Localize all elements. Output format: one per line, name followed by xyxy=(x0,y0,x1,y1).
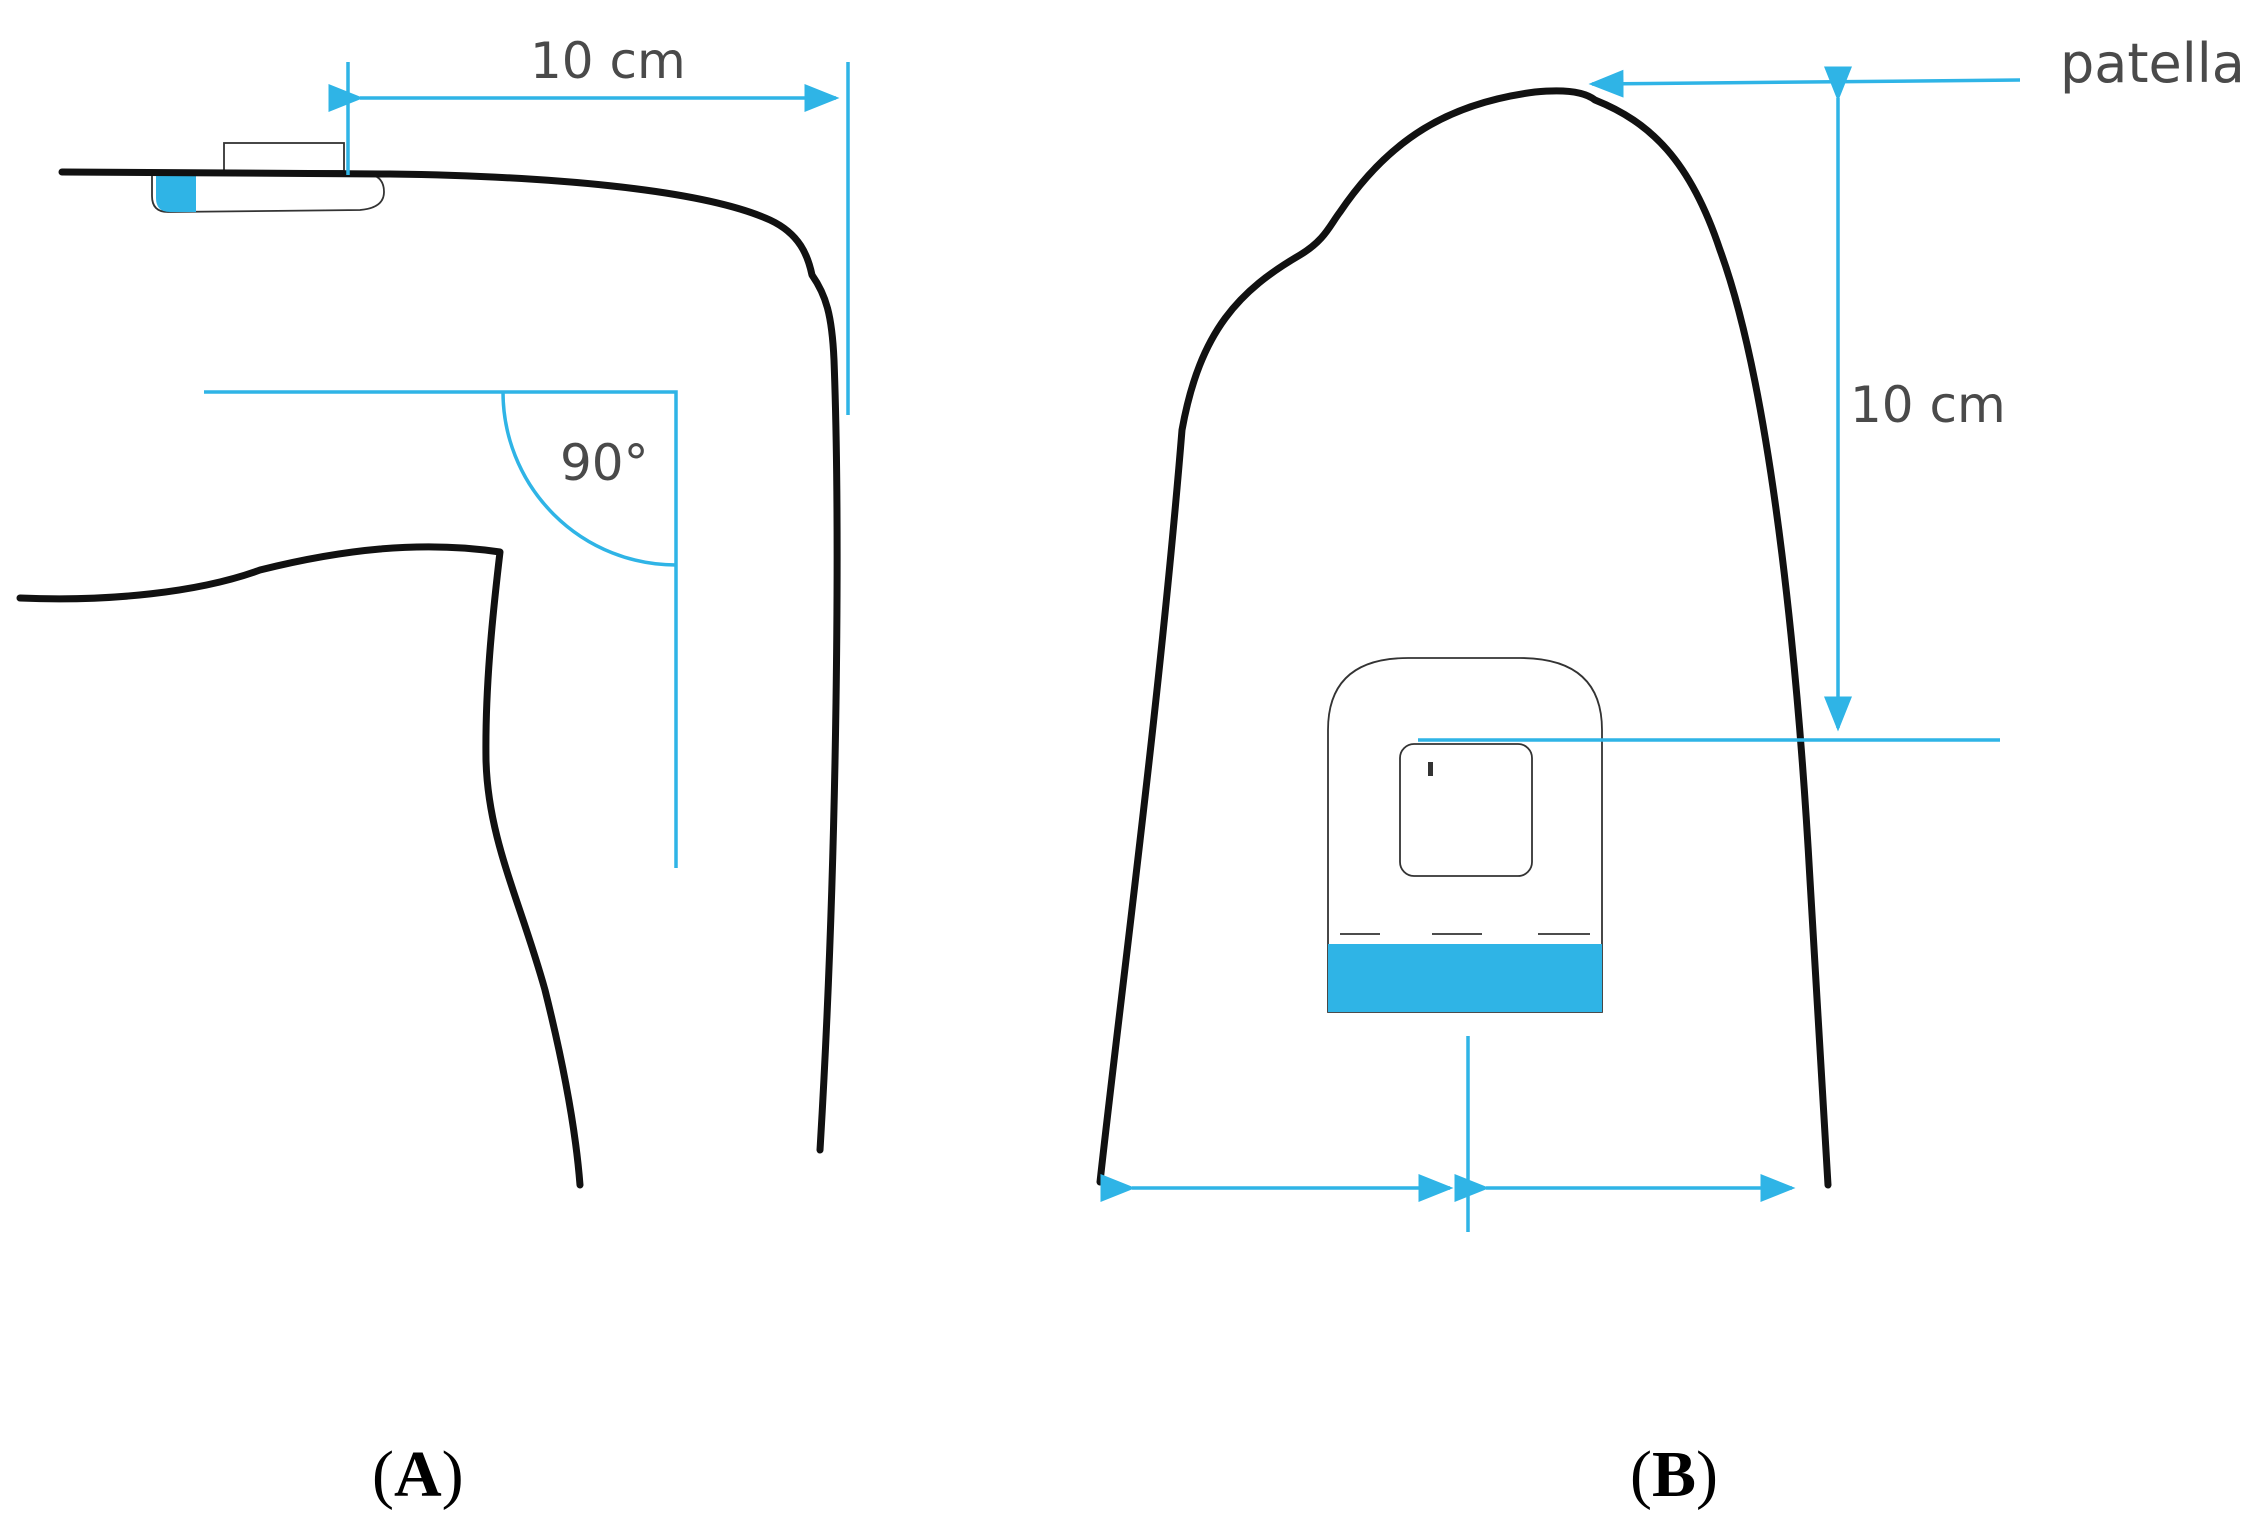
panel-b-front-view: patella 10 cm xyxy=(1096,32,2245,1232)
sensor-device-side xyxy=(151,142,385,213)
sensor-body xyxy=(151,173,385,213)
angle-arc xyxy=(501,391,677,567)
patella-label: patella xyxy=(2060,32,2245,95)
patella-pointer-arrow xyxy=(1588,69,2021,98)
sensor-device-front xyxy=(1327,657,1603,1013)
sensor-button xyxy=(1399,743,1533,877)
right-angle-guide xyxy=(204,390,678,868)
sensor-blue-band xyxy=(1328,944,1602,1012)
sensor-top-block xyxy=(223,142,345,172)
panel-label-b: (B) xyxy=(1630,1438,1718,1511)
sensor-indicator xyxy=(1428,762,1433,776)
distance-label-a: 10 cm xyxy=(530,32,686,90)
panel-a-side-view: 10 cm 90° xyxy=(16,32,850,1189)
knee-outline-front xyxy=(1096,87,1832,1189)
panel-label-a: (A) xyxy=(372,1438,464,1511)
angle-label: 90° xyxy=(560,434,649,492)
sensor-blue-tip xyxy=(156,176,196,212)
leg-outline-back xyxy=(16,543,584,1189)
leg-outline-front xyxy=(58,168,841,1154)
distance-label-b: 10 cm xyxy=(1850,376,2006,434)
